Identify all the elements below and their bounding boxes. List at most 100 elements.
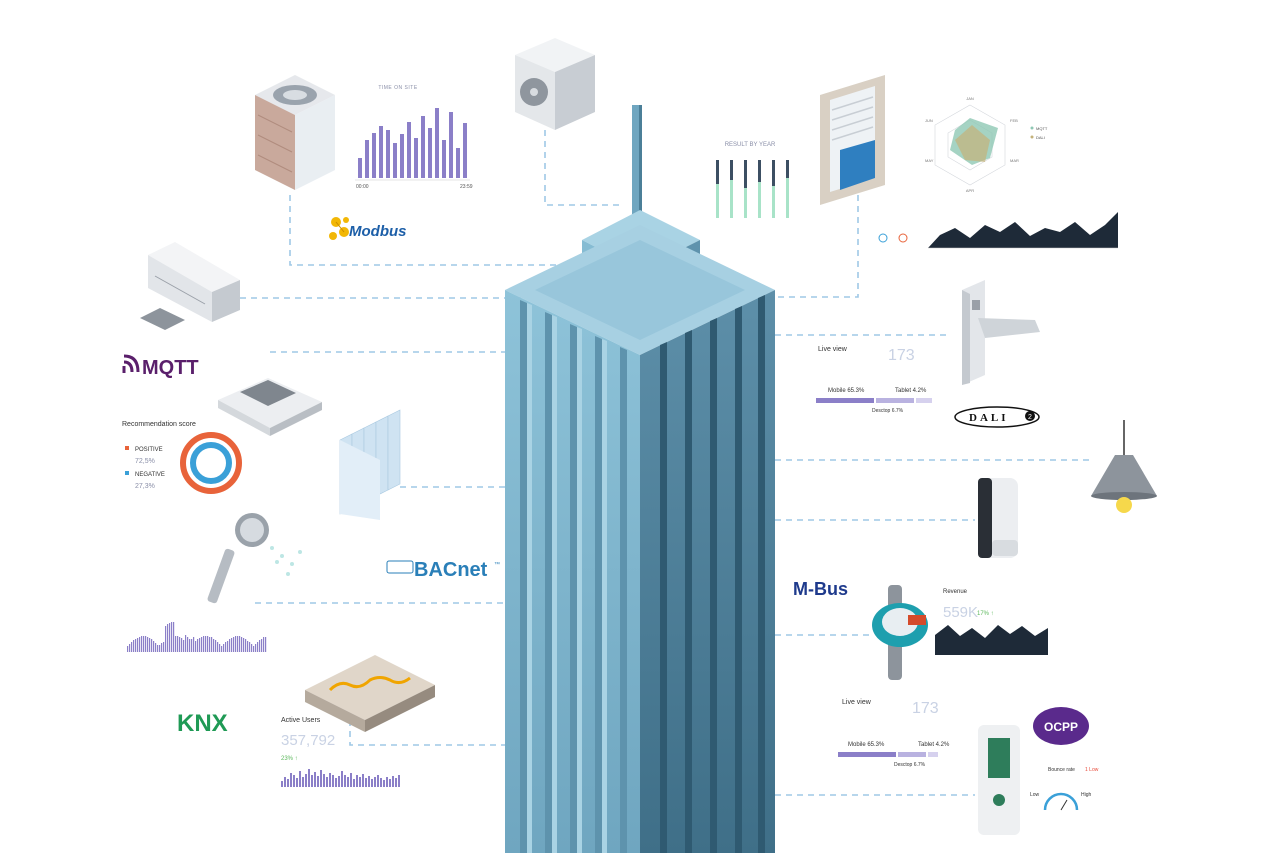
waveform-bar: [263, 637, 265, 652]
waveform-bar: [203, 636, 205, 652]
waveform-bar: [259, 640, 261, 652]
waveform-bar: [191, 639, 193, 652]
waveform-bar: [205, 636, 207, 652]
active-users-bar: [326, 777, 328, 787]
waveform-bar: [233, 637, 235, 652]
waveform-bar: [219, 644, 221, 652]
revenue-label: Revenue: [943, 589, 968, 595]
live-view-bottom-mobile-bar: [838, 752, 896, 757]
waveform-bar: [225, 642, 227, 652]
result-by-year-bars: [716, 160, 789, 218]
active-users-bar: [317, 776, 319, 787]
skyscraper-illustration: [505, 105, 775, 853]
waveform-bar: [155, 643, 157, 652]
waveform-bar: [189, 639, 191, 652]
pendant-lamp-icon: [1091, 420, 1157, 513]
waveform-bar: [239, 636, 241, 652]
active-users-bar: [284, 777, 286, 787]
live-view-top-mobile: Mobile 65.3%: [828, 388, 865, 394]
waveform-bar: [127, 646, 129, 652]
waveform-bar: [195, 641, 197, 652]
negative-value: 27,3%: [135, 483, 155, 490]
live-view-widget-bottom: Live view 173 Mobile 65.3% Tablet 4.2% D…: [838, 699, 950, 768]
waveform-bar: [139, 637, 141, 652]
radar-axis-mar: MAR: [1010, 158, 1019, 163]
modbus-logo: Modbus: [329, 217, 407, 240]
result-by-year-bar-fill: [758, 160, 761, 182]
result-by-year-bar-fill: [716, 160, 719, 184]
active-users-bar: [299, 771, 301, 787]
active-users-bar: [368, 776, 370, 787]
waveform-bar: [145, 636, 147, 652]
ev-charger-icon: [978, 725, 1020, 835]
active-users-bar: [380, 778, 382, 787]
live-view-bottom-tablet: Tablet 4.2%: [918, 742, 950, 748]
waveform-bar: [261, 639, 263, 652]
ocpp-logo: OCPP: [1033, 707, 1089, 745]
result-by-year-bar-fill: [730, 160, 733, 180]
result-by-year-bar-track: [772, 160, 775, 218]
waveform-bar: [229, 639, 231, 652]
active-users-bar: [320, 770, 322, 787]
waveform-bar: [149, 638, 151, 652]
waveform-bar: [255, 644, 257, 652]
waveform-bar: [201, 637, 203, 652]
active-users-bar: [287, 779, 289, 787]
recommendation-score-widget: Recommendation score POSITIVE 72,5% NEGA…: [122, 421, 242, 494]
result-by-year-bar-track: [758, 160, 761, 218]
live-view-bottom-desktop: Desctop 6.7%: [894, 762, 926, 768]
time-on-site-bar: [463, 123, 467, 178]
gauge-title: Bounce rate: [1048, 767, 1075, 773]
mbus-logo: M-Bus: [793, 579, 848, 599]
waveform-bar: [241, 637, 243, 652]
waveform-bar: [257, 642, 259, 652]
waveform-bar: [209, 637, 211, 652]
positive-legend-marker: [125, 446, 129, 450]
outdoor-ac-unit-icon: [515, 38, 595, 130]
knx-logo: KNX: [177, 710, 228, 737]
waveform-bar: [175, 636, 177, 652]
waveform-bar: [131, 642, 133, 652]
active-users-bar: [335, 778, 337, 787]
smart-door-handle-icon: [962, 280, 1040, 385]
time-on-site-bar: [421, 116, 425, 178]
radar-legend-dali: DALI: [1036, 135, 1045, 140]
result-by-year-chart: RESULT BY YEAR: [716, 142, 789, 218]
live-view-top-tablet: Tablet 4.2%: [895, 388, 927, 394]
waveform-bar: [199, 638, 201, 652]
active-users-bar: [293, 775, 295, 787]
result-by-year-bar-track: [730, 160, 733, 218]
waveform-bar: [171, 622, 173, 652]
mqtt-signal-icon: [122, 354, 140, 373]
negative-label: NEGATIVE: [135, 472, 165, 478]
waveform-bar: [237, 636, 239, 652]
active-users-bar: [362, 774, 364, 787]
positive-ring: [180, 432, 242, 494]
waveform-bar: [231, 638, 233, 652]
negative-ring: [190, 442, 232, 484]
waveform-bar: [249, 642, 251, 652]
waveform-bar: [181, 638, 183, 652]
active-users-bar: [353, 779, 355, 787]
waveform-bar: [153, 641, 155, 652]
revenue-widget: Revenue 559K 17% ↑: [935, 589, 1048, 655]
waveform-bar: [163, 642, 165, 652]
waveform-bar: [169, 623, 171, 652]
active-users-bar: [389, 779, 391, 787]
time-on-site-bar: [442, 140, 446, 178]
active-users-bar: [359, 777, 361, 787]
gauge-value: 1 Low: [1085, 767, 1099, 773]
active-users-bars: [281, 769, 400, 787]
waveform-bar: [143, 636, 145, 652]
mqtt-label: MQTT: [142, 357, 199, 379]
radar-axis-feb: FEB: [1010, 118, 1018, 123]
waveform-bar: [215, 640, 217, 652]
waveform-bar: [133, 640, 135, 652]
time-on-site-bar: [365, 140, 369, 178]
radar-series-dali: [955, 125, 990, 162]
active-users-bar: [341, 771, 343, 787]
active-users-bar: [290, 773, 292, 787]
active-users-change: 23% ↑: [281, 756, 298, 762]
positive-value: 72,5%: [135, 458, 155, 465]
